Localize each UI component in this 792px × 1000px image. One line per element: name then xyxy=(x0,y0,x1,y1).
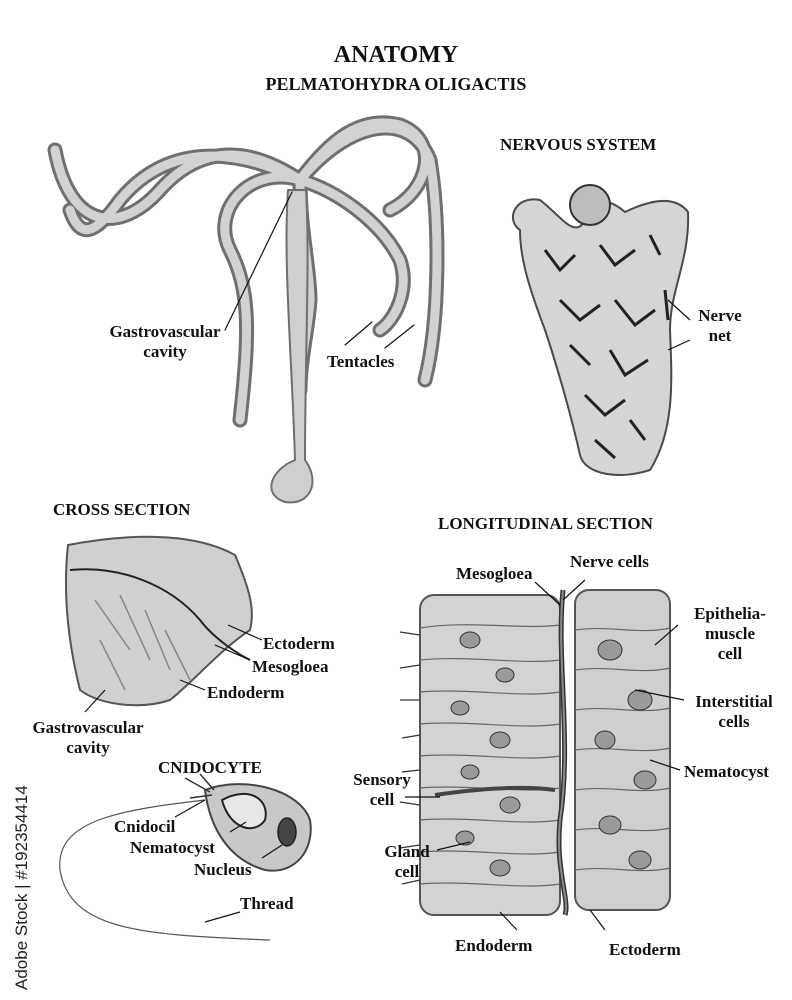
label-cross-endoderm: Endoderm xyxy=(207,683,285,702)
label-long-nematocyst: Nematocyst xyxy=(684,762,769,781)
label-line: net xyxy=(708,326,732,345)
label-line: Epithelia- xyxy=(694,604,766,623)
label-long-mesogloea: Mesogloea xyxy=(456,564,533,583)
page-title: ANATOMY xyxy=(333,42,459,68)
nervous-system-illustration xyxy=(511,184,691,476)
cnidocyte-heading: CNIDOCYTE xyxy=(158,758,262,777)
label-cnidocil: Cnidocil xyxy=(114,817,176,836)
hydra-illustration xyxy=(47,115,445,504)
label-nerve-net: Nerve net xyxy=(690,306,750,346)
label-line: Gland xyxy=(384,842,430,861)
label-long-endoderm: Endoderm xyxy=(455,936,533,955)
label-tentacles: Tentacles xyxy=(327,352,395,371)
label-line: cavity xyxy=(143,342,187,361)
label-line: cell xyxy=(369,790,395,809)
label-cross-gastrovascular-cavity: Gastrovascular cavity xyxy=(3,718,173,758)
longitudinal-section-illustration xyxy=(399,579,685,931)
stock-watermark: Adobe Stock | #192354414 xyxy=(12,785,31,990)
cnidocyte-illustration xyxy=(59,773,312,941)
label-line: Interstitial xyxy=(695,692,773,711)
label-line: cell xyxy=(717,644,743,663)
cross-section-heading: CROSS SECTION xyxy=(53,500,191,519)
label-line: cells xyxy=(718,712,750,731)
label-cnido-nematocyst: Nematocyst xyxy=(130,838,215,857)
nervous-system-heading: NERVOUS SYSTEM xyxy=(500,135,657,154)
label-line: Gastrovascular xyxy=(32,718,144,737)
label-line: Gastrovascular xyxy=(109,322,221,341)
label-gastrovascular-cavity: Gastrovascular cavity xyxy=(80,322,250,362)
page-subtitle: PELMATOHYDRA OLIGACTIS xyxy=(265,74,527,94)
longitudinal-section-heading: LONGITUDINAL SECTION xyxy=(438,514,653,533)
cross-section-illustration xyxy=(64,535,263,713)
label-gland-cell: Gland cell xyxy=(372,842,442,882)
label-interstitial-cells: Interstitial cells xyxy=(684,692,784,732)
label-nerve-cells: Nerve cells xyxy=(570,552,649,571)
label-line: muscle xyxy=(704,624,756,643)
label-cross-mesogloea: Mesogloea xyxy=(252,657,329,676)
label-cross-ectoderm: Ectoderm xyxy=(263,634,335,653)
label-nucleus: Nucleus xyxy=(194,860,252,879)
label-line: cavity xyxy=(66,738,110,757)
label-epithelia-muscle-cell: Epithelia- muscle cell xyxy=(680,604,780,664)
label-thread: Thread xyxy=(240,894,294,913)
label-line: cell xyxy=(394,862,420,881)
label-line: Nerve xyxy=(698,306,742,325)
label-long-ectoderm: Ectoderm xyxy=(609,940,681,959)
label-line: Sensory xyxy=(353,770,411,789)
label-sensory-cell: Sensory cell xyxy=(342,770,422,810)
